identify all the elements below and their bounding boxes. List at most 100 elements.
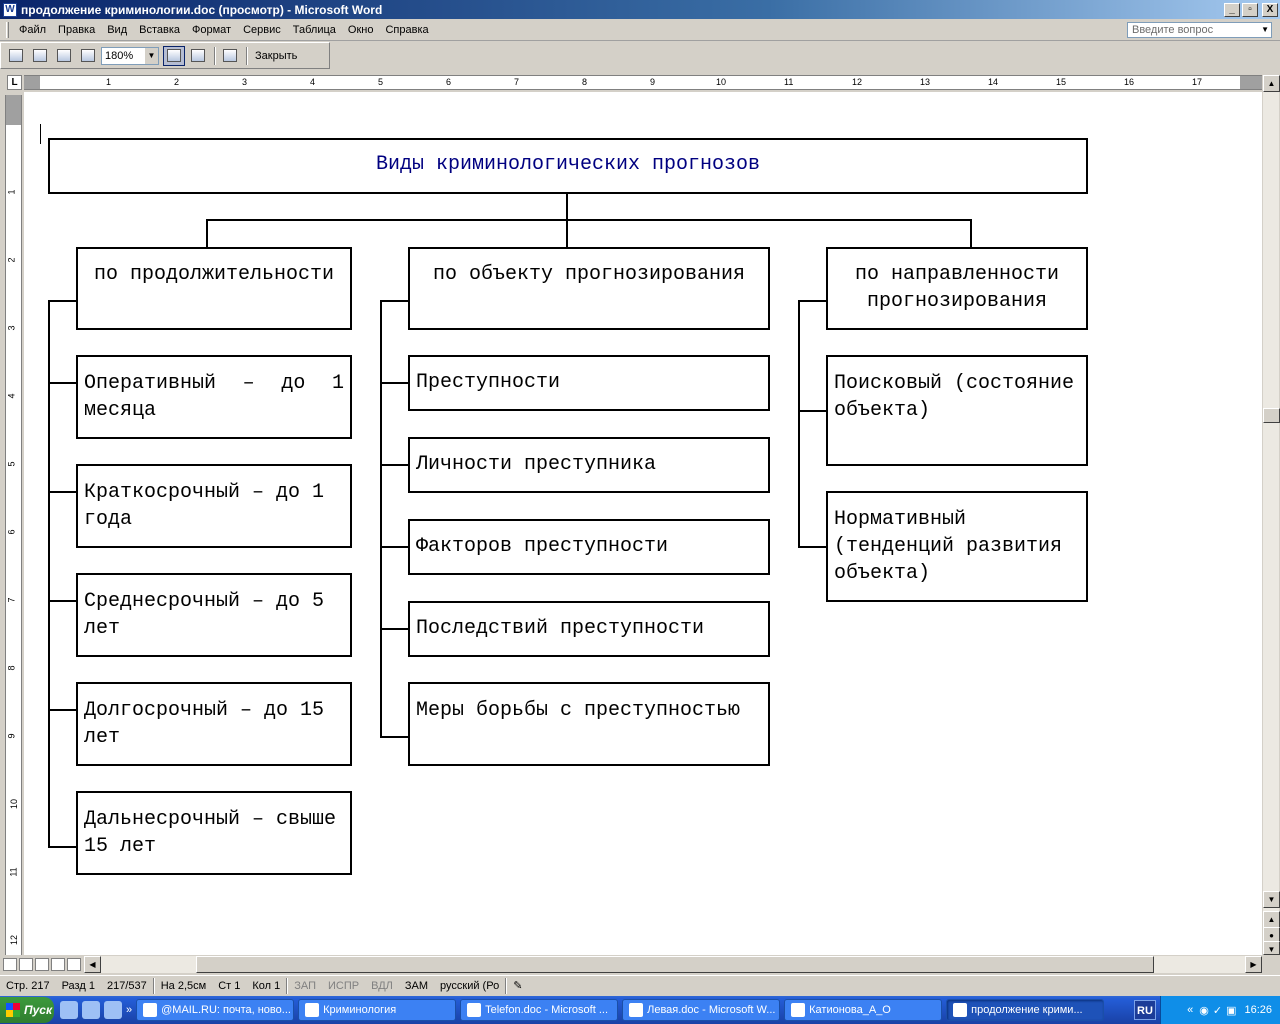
save-icon[interactable] xyxy=(104,1001,122,1019)
connector-line xyxy=(48,300,78,302)
taskbar-item-levaya[interactable]: Левая.doc - Microsoft W... xyxy=(622,999,781,1021)
status-record[interactable]: ЗАП xyxy=(294,979,317,992)
clock[interactable]: 16:26 xyxy=(1244,1004,1272,1016)
taskbar-item-active[interactable]: продолжение крими... xyxy=(946,999,1105,1021)
outline-view-button[interactable] xyxy=(51,958,65,971)
print-button[interactable] xyxy=(5,46,27,66)
connector-line xyxy=(48,600,78,602)
object-item: Меры борьбы с преступностью xyxy=(408,682,770,766)
word-app-icon[interactable]: W xyxy=(3,2,17,17)
title-bar: W продолжение криминологии.doc (просмотр… xyxy=(0,0,1280,19)
ruler-tick: 12 xyxy=(9,934,20,946)
connector-line xyxy=(380,736,410,738)
status-extend[interactable]: ВДЛ xyxy=(371,979,393,992)
ruler-tick: 15 xyxy=(1056,77,1067,87)
menu-insert[interactable]: Вставка xyxy=(139,23,181,36)
start-button[interactable]: Пуск xyxy=(0,997,54,1023)
ruler-tick: 8 xyxy=(6,665,17,671)
duration-item: Оперативный – до 1 месяца xyxy=(76,355,352,439)
scroll-down-button[interactable]: ▼ xyxy=(1263,891,1280,908)
normal-view-button[interactable] xyxy=(3,958,17,971)
scroll-up-button[interactable]: ▲ xyxy=(1263,75,1280,92)
menu-view[interactable]: Вид xyxy=(107,23,128,36)
scroll-left-button[interactable]: ◀ xyxy=(84,956,101,973)
menu-tools[interactable]: Сервис xyxy=(243,23,281,36)
full-screen-button[interactable] xyxy=(219,46,241,66)
column-header-direction: по направленности прогнозирования xyxy=(826,247,1088,330)
status-track-changes[interactable]: ИСПР xyxy=(328,979,360,992)
zoom-select[interactable]: 180% ▼ xyxy=(101,46,159,65)
connector-line xyxy=(380,628,410,630)
vertical-ruler[interactable]: 1 2 3 4 5 6 7 8 9 10 11 12 xyxy=(5,95,22,955)
security-icon[interactable]: ✓ xyxy=(1212,1004,1223,1017)
scroll-thumb[interactable] xyxy=(196,956,1154,973)
document-page[interactable]: Виды криминологических прогнозов по прод… xyxy=(24,92,1262,955)
quick-launch-chevron-icon[interactable]: » xyxy=(126,1004,133,1016)
restore-button[interactable]: ▫ xyxy=(1242,2,1258,17)
reading-view-button[interactable] xyxy=(67,958,81,971)
status-overtype[interactable]: ЗАМ xyxy=(404,979,429,992)
status-bar: Стр. 217 Разд 1 217/537 На 2,5см Ст 1 Ко… xyxy=(0,975,1280,995)
menu-table[interactable]: Таблица xyxy=(292,23,336,36)
status-separator xyxy=(152,977,155,994)
ruler-tick: 6 xyxy=(6,529,17,535)
connector-line xyxy=(380,300,410,302)
web-view-button[interactable] xyxy=(19,958,33,971)
connector-line xyxy=(798,300,828,302)
browser-icon[interactable] xyxy=(82,1001,100,1019)
horizontal-ruler[interactable]: 1 2 3 4 5 6 7 8 9 10 11 12 13 14 15 16 1… xyxy=(24,75,1262,90)
horizontal-scrollbar[interactable]: ◀ ▶ xyxy=(84,956,1262,973)
ask-question-input[interactable]: Введите вопрос ▼ xyxy=(1127,22,1272,38)
one-page-button[interactable] xyxy=(53,46,75,66)
spelling-status-icon[interactable]: ✎ xyxy=(513,980,523,992)
network-icon[interactable]: ◉ xyxy=(1199,1004,1209,1017)
display-icon[interactable]: ▣ xyxy=(1226,1004,1237,1017)
minimize-button[interactable]: _ xyxy=(1224,2,1240,17)
status-line: Ст 1 xyxy=(218,979,241,992)
menu-edit[interactable]: Правка xyxy=(58,23,96,36)
chevron-down-icon[interactable]: ▼ xyxy=(145,47,158,64)
status-position: На 2,5см xyxy=(160,979,207,992)
firefox-icon[interactable] xyxy=(60,1001,78,1019)
language-indicator[interactable]: RU xyxy=(1134,1000,1156,1020)
connector-line xyxy=(798,410,828,412)
magnifier-button[interactable] xyxy=(29,46,51,66)
connector-line xyxy=(798,300,800,548)
ruler-margin-right xyxy=(1240,76,1262,89)
status-separator xyxy=(286,977,289,994)
one-page-icon xyxy=(57,49,71,62)
previous-page-button[interactable]: ▲ xyxy=(1263,911,1280,928)
menu-grip[interactable] xyxy=(6,21,9,38)
multiple-pages-icon xyxy=(81,49,95,62)
taskbar-item-telefon[interactable]: Telefon.doc - Microsoft ... xyxy=(460,999,619,1021)
duration-item: Среднесрочный – до 5 лет xyxy=(76,573,352,657)
menu-file[interactable]: Файл xyxy=(19,23,47,36)
word-doc-icon xyxy=(953,1003,968,1017)
taskbar-item-mail[interactable]: @MAIL.RU: почта, ново... xyxy=(136,999,295,1021)
ruler-tick: 16 xyxy=(1124,77,1135,87)
text-cursor xyxy=(40,124,41,144)
tray-chevron-icon[interactable]: « xyxy=(1187,1004,1194,1016)
taskbar-item-folder-2[interactable]: Катионова_А_О xyxy=(784,999,943,1021)
shrink-to-fit-button[interactable] xyxy=(187,46,209,66)
scroll-right-button[interactable]: ▶ xyxy=(1245,956,1262,973)
taskbar-item-folder[interactable]: Криминология xyxy=(298,999,457,1021)
menu-window[interactable]: Окно xyxy=(347,23,374,36)
chevron-down-icon[interactable]: ▼ xyxy=(1261,25,1269,34)
print-layout-button[interactable] xyxy=(35,958,49,971)
connector-line xyxy=(970,219,972,248)
ruler-tick: 8 xyxy=(582,77,588,87)
scroll-thumb[interactable] xyxy=(1263,408,1280,423)
next-page-button[interactable]: ▼ xyxy=(1263,941,1280,955)
tab-selector[interactable]: L xyxy=(7,75,22,90)
menu-format[interactable]: Формат xyxy=(192,23,232,36)
ruler-tick: 12 xyxy=(852,77,863,87)
windows-logo-icon xyxy=(6,1003,20,1017)
vertical-scrollbar[interactable]: ▲ ▼ ▲ ● ▼ xyxy=(1262,75,1280,955)
multiple-pages-button[interactable] xyxy=(77,46,99,66)
menu-help[interactable]: Справка xyxy=(385,23,429,36)
close-preview-button[interactable]: Закрыть xyxy=(255,49,298,62)
direction-item: Поисковый (состояние объекта) xyxy=(826,355,1088,466)
view-ruler-button[interactable] xyxy=(163,45,185,66)
close-button[interactable]: X xyxy=(1262,2,1278,17)
